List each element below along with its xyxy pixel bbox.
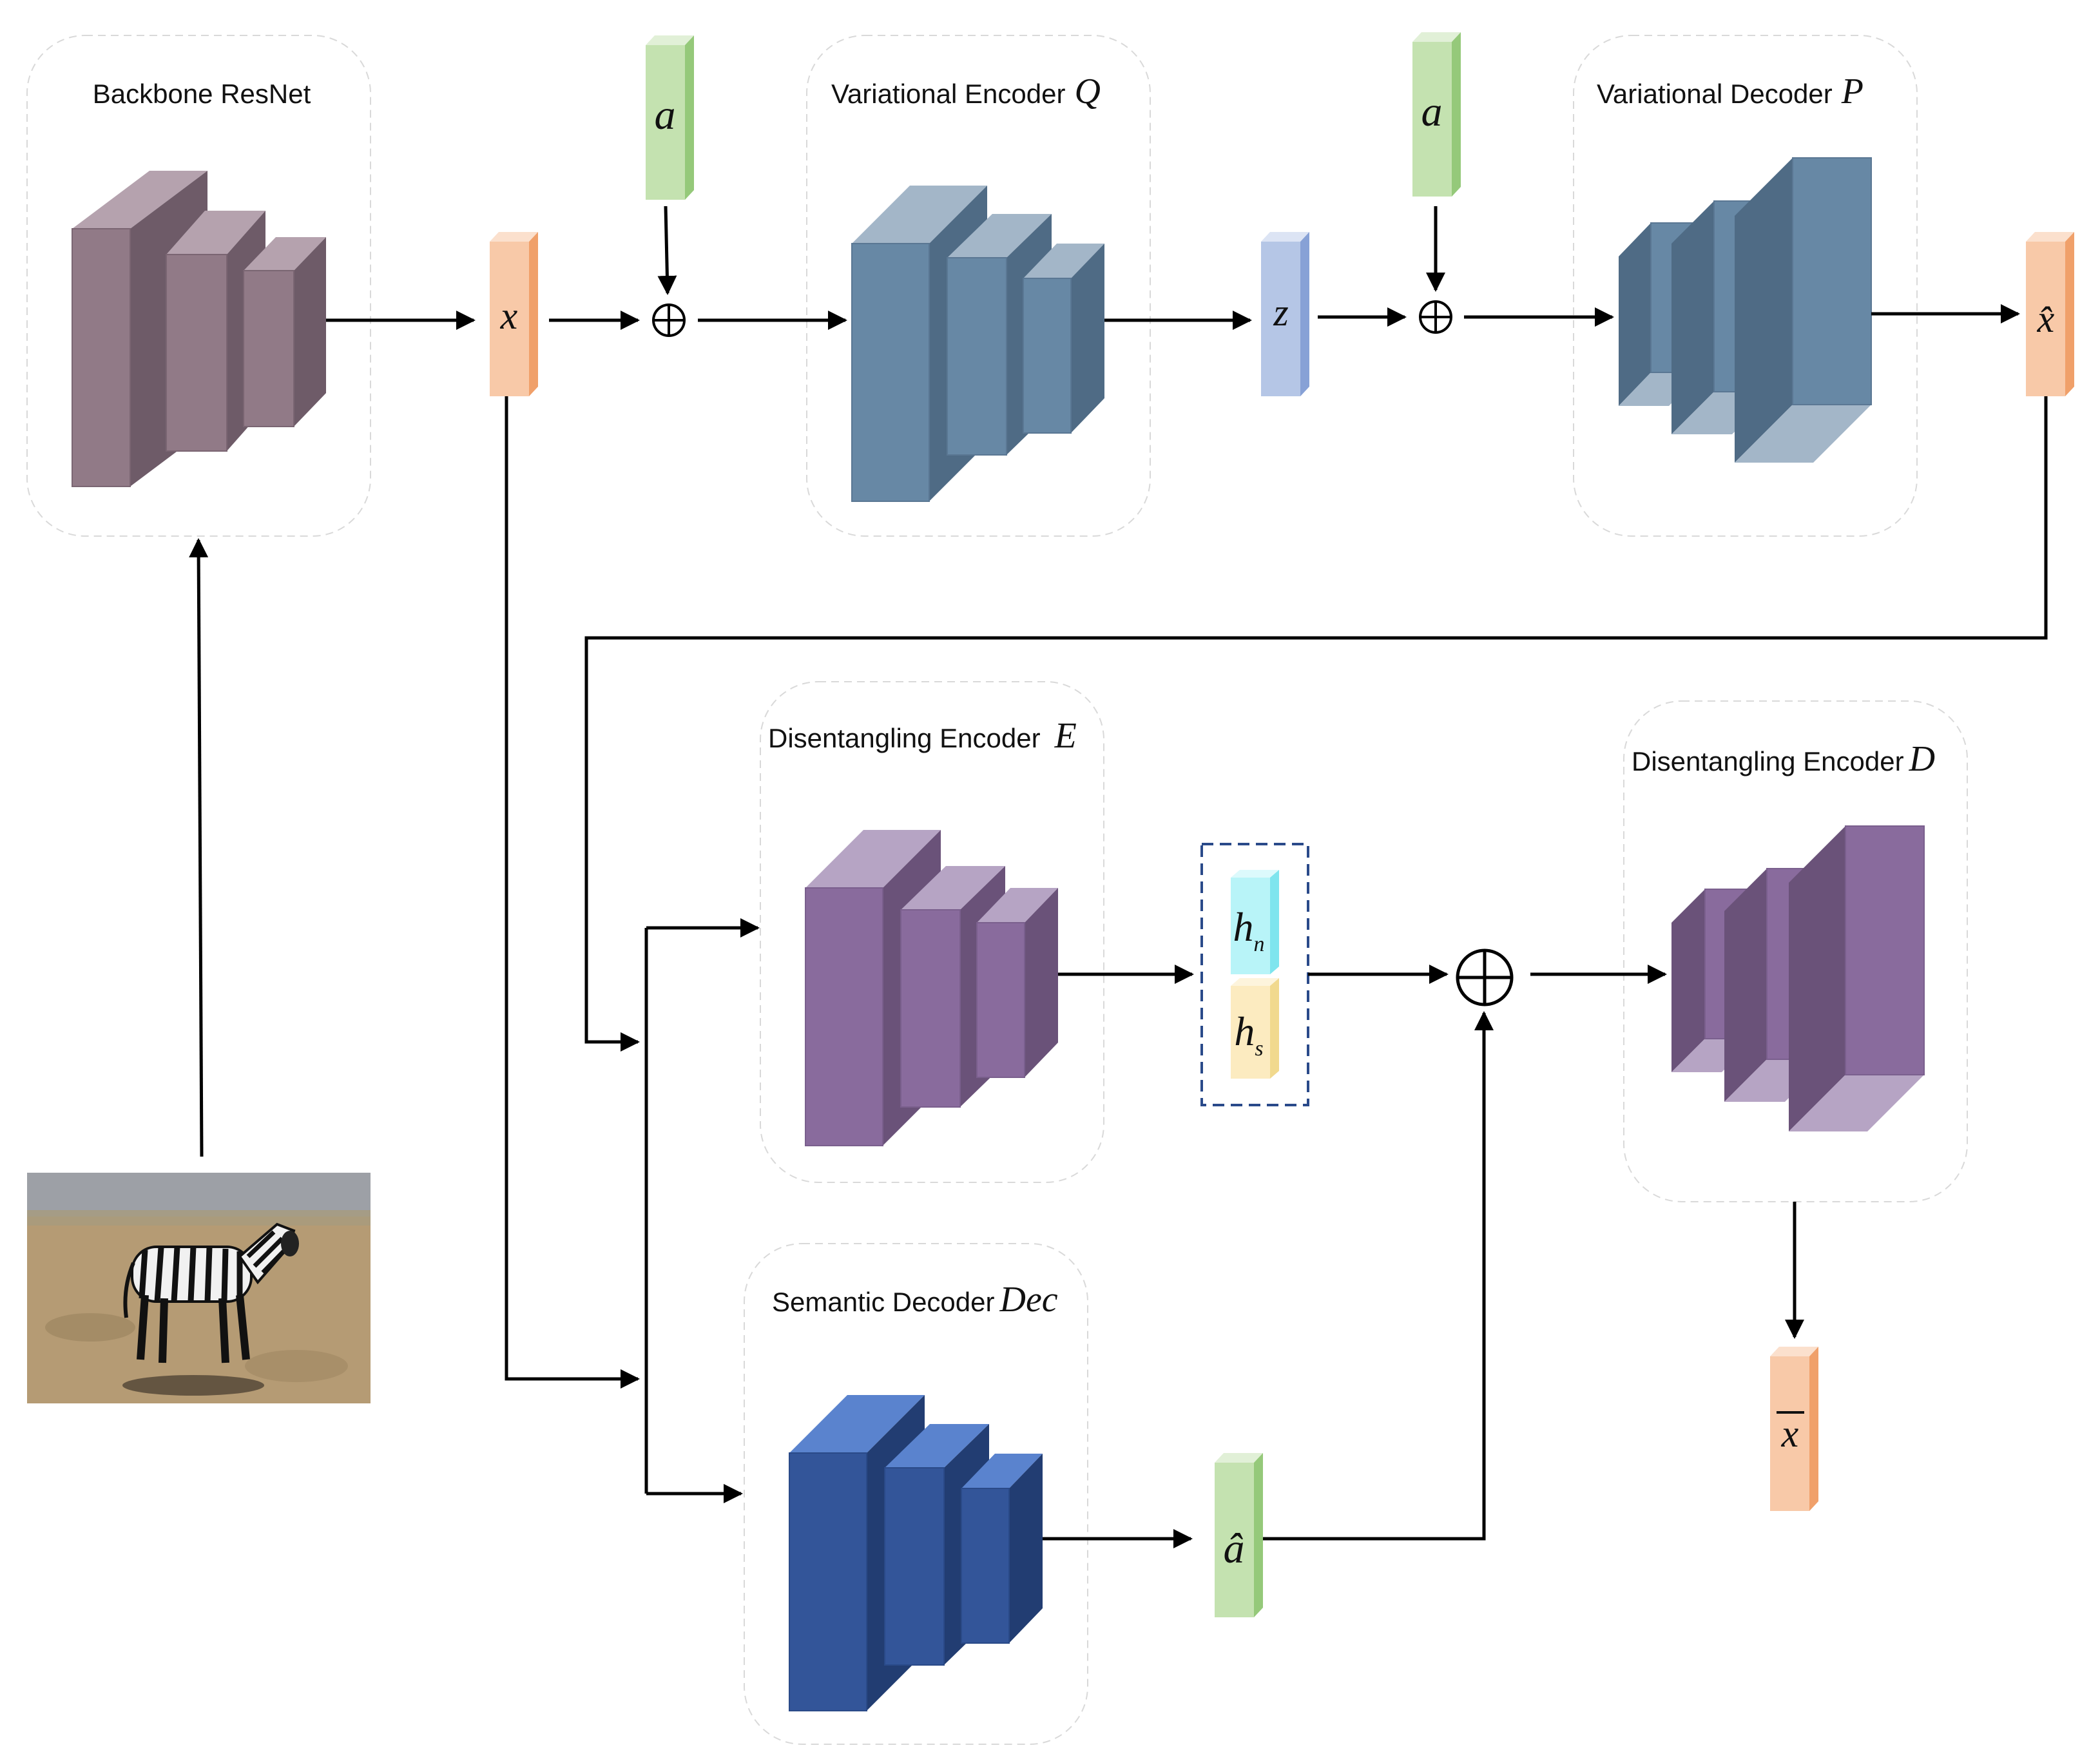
z-latent-vector: z [1261, 232, 1309, 396]
h-s-symbol: hs [1234, 1008, 1263, 1061]
disentangling-encoder-d-blocks [1671, 825, 1925, 1131]
concat-plus-icon-1 [652, 303, 686, 337]
a-hat-symbol: â [1224, 1525, 1245, 1572]
z-symbol: z [1273, 291, 1288, 334]
attribute-vector-a-1: a [646, 35, 694, 200]
x-bar-vector: x [1770, 1347, 1818, 1511]
x-hat-symbol: x̂ [2037, 298, 2055, 340]
backbone-network-blocks [72, 171, 326, 487]
disentangling-encoder-e-blocks [805, 830, 1058, 1146]
x-symbol: x [500, 294, 518, 337]
zebra-figure [123, 1222, 299, 1363]
x-feature-vector: x [490, 232, 538, 396]
backbone-title: Backbone ResNet [93, 79, 311, 109]
a-symbol-2: a [1421, 88, 1443, 135]
connector-lines [189, 206, 2048, 1548]
variational-decoder-blocks [1619, 157, 1872, 463]
h-n-symbol: hn [1233, 904, 1265, 956]
x-bar-symbol: x [1781, 1412, 1799, 1455]
input-image [27, 1173, 371, 1403]
h-s-vector: hs [1231, 978, 1279, 1079]
a-hat-vector: â [1215, 1453, 1263, 1617]
x-hat-vector: x̂ [2026, 232, 2074, 396]
a-symbol-1: a [655, 91, 676, 139]
variational-encoder-blocks [851, 186, 1104, 502]
h-n-vector: hn [1231, 870, 1279, 974]
attribute-vector-a-2: a [1412, 32, 1461, 197]
concat-plus-icon-2 [1419, 300, 1452, 334]
semantic-decoder-blocks [789, 1395, 1043, 1711]
concat-plus-icon-3 [1456, 948, 1514, 1006]
